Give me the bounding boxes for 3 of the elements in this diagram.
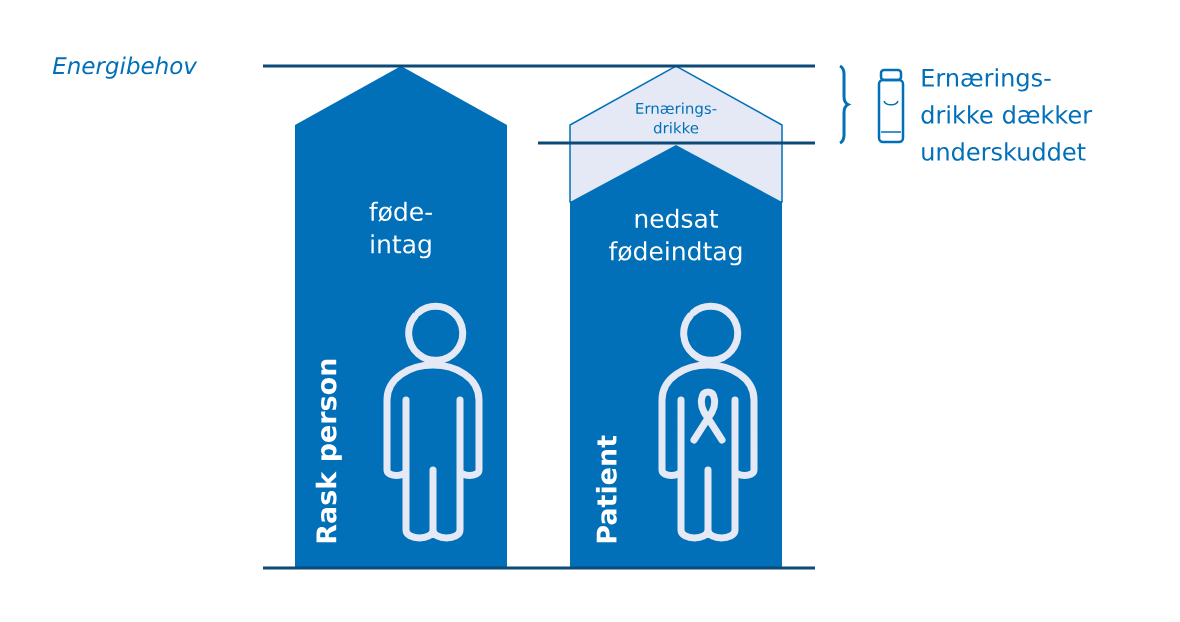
note-text: Ernærings- drikke dækker underskuddet (921, 68, 1093, 161)
arrow-box: føde- intag Rask person (295, 66, 507, 568)
level-label: Energibehov (52, 56, 198, 79)
